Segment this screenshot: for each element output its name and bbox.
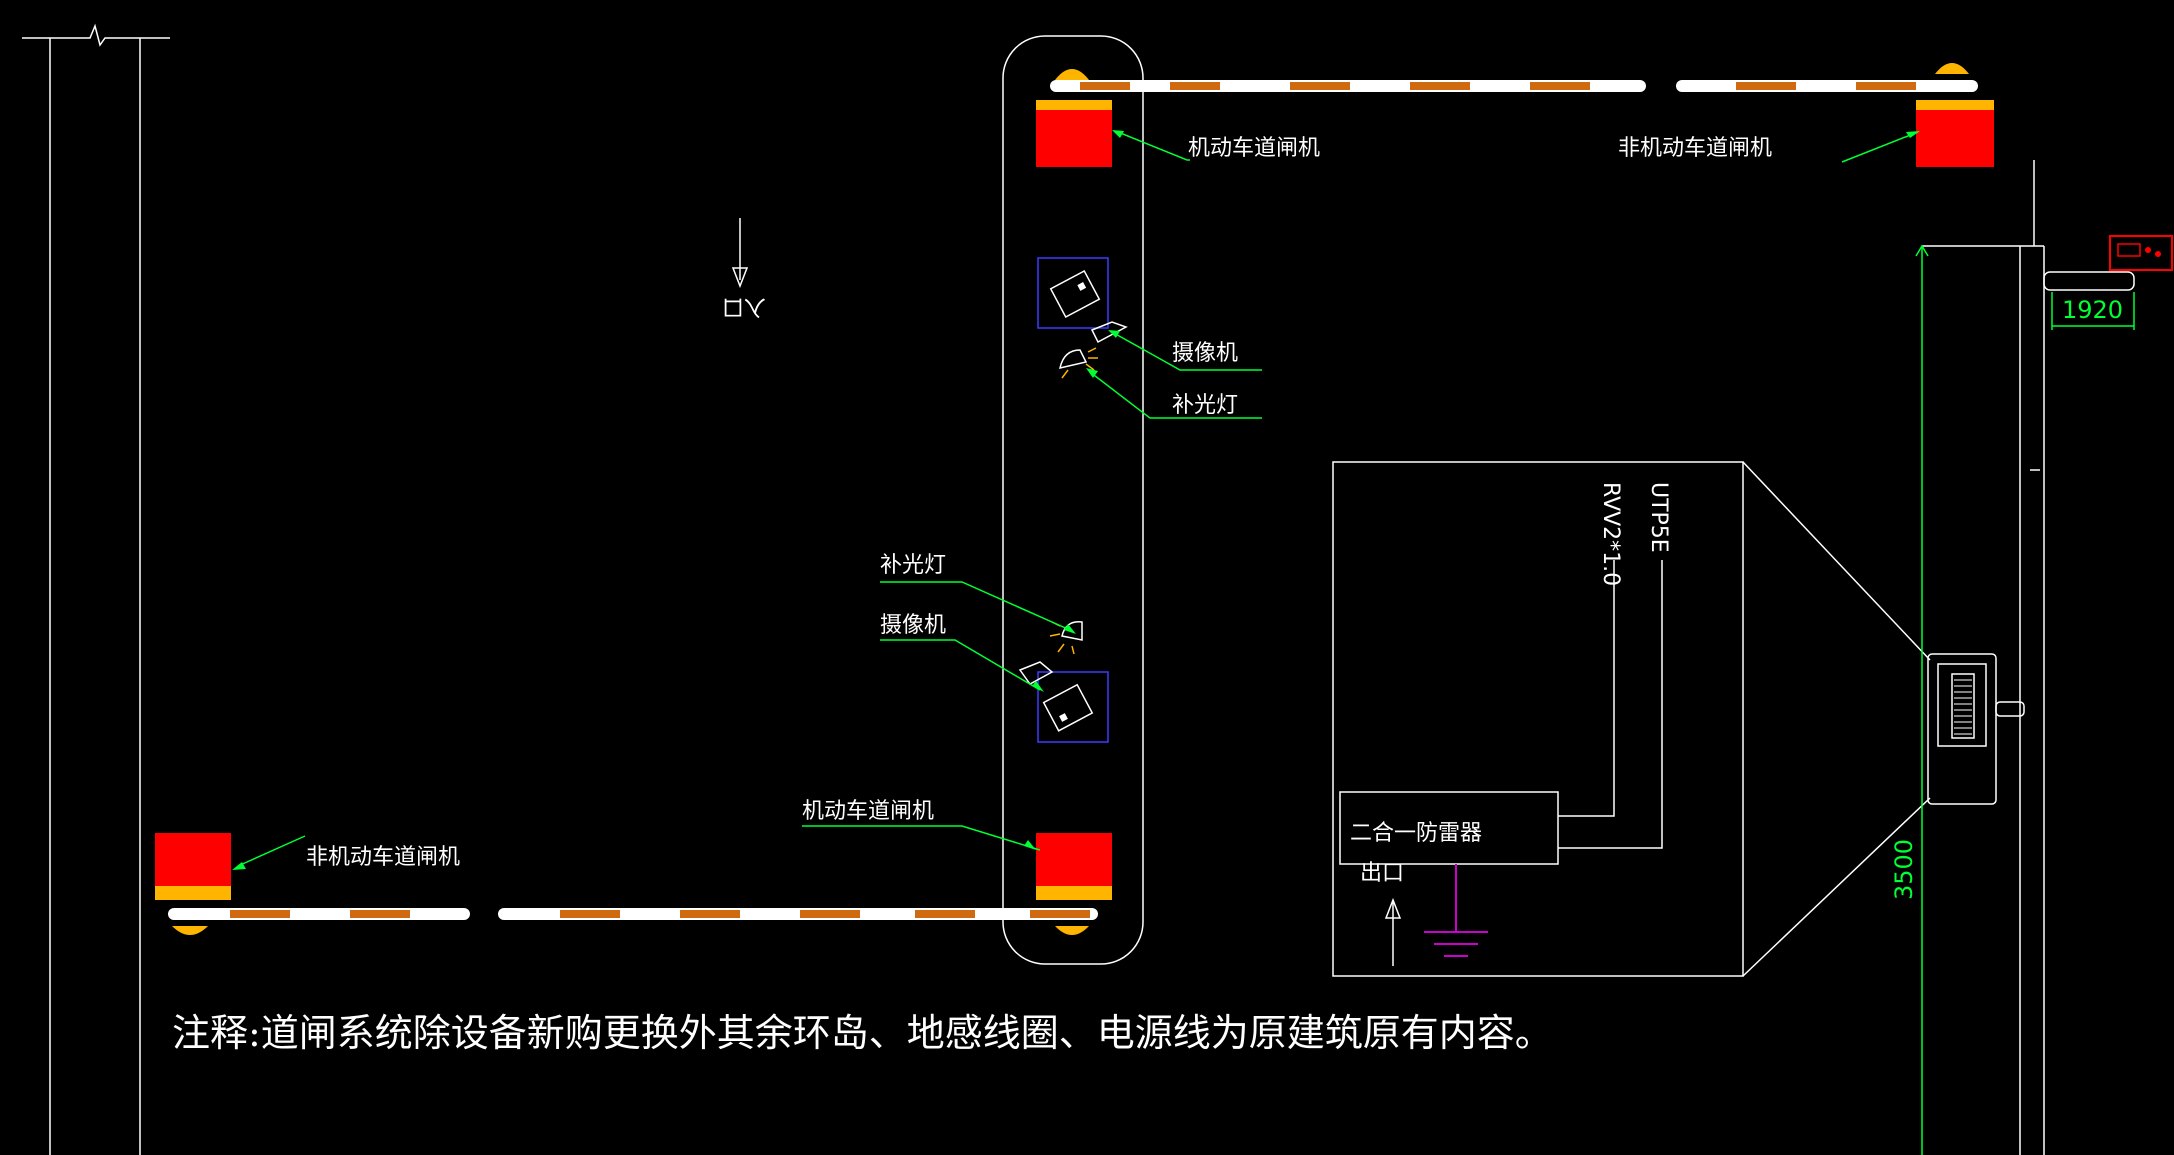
- gate-motor-stripes: [1954, 679, 1972, 735]
- dimension-width: [2051, 292, 2135, 330]
- fill-light-bottom: [1049, 621, 1083, 655]
- cables: [1558, 560, 1663, 849]
- building-right: [1922, 160, 2135, 1155]
- ground-symbol: [1424, 864, 1488, 957]
- dimension-width-value: 1920: [2062, 296, 2123, 324]
- label-motor-gate-top: 机动车道闸机: [1188, 136, 1320, 161]
- barrier-arm-bottom-middle: [498, 908, 1098, 920]
- left-wall: [22, 23, 170, 1155]
- label-nonmotor-gate-top: 非机动车道闸机: [1618, 136, 1772, 161]
- dimension-height: [1915, 244, 1929, 1155]
- label-cable-utp: UTP5E: [1646, 482, 1671, 553]
- display-sign: [2109, 235, 2173, 271]
- label-nonmotor-gate-bottom: 非机动车道闸机: [306, 845, 460, 870]
- leader-lines: [237, 131, 1919, 867]
- label-surge-protector: 二合一防雷器: [1350, 821, 1482, 846]
- entrance-marker: 入口: [722, 218, 766, 319]
- surge-protector: [1339, 791, 1559, 865]
- label-cable-rvv: RVV2*1.0: [1598, 482, 1623, 586]
- nonmotor-gate-bottom: [155, 833, 231, 935]
- motor-gate-bottom: [1036, 833, 1112, 935]
- barrier-arm-bottom-left: [168, 908, 470, 920]
- camera-top: [1037, 257, 1128, 344]
- label-camera-bottom: 摄像机: [880, 613, 946, 638]
- note-text: 注释:道闸系统除设备新购更换外其余环岛、地感线圈、电源线为原建筑原有内容。: [172, 1011, 1553, 1055]
- camera-bottom: [1018, 661, 1109, 743]
- fill-light-top: [1059, 347, 1098, 379]
- exit-marker: 出口: [1360, 861, 1404, 966]
- dimension-height-value: 3500: [1890, 839, 1918, 900]
- label-camera-top: 摄像机: [1172, 341, 1238, 366]
- label-entrance: 入口: [722, 294, 766, 319]
- nonmotor-gate-top: [1916, 63, 1994, 167]
- barrier-arm-top-left: [1050, 80, 1646, 92]
- label-fill-light-top: 补光灯: [1172, 393, 1238, 418]
- label-fill-light-bottom: 补光灯: [880, 553, 946, 578]
- traffic-island: [1002, 35, 1144, 965]
- leader-arrowheads: [232, 130, 1920, 870]
- label-exit: 出口: [1360, 861, 1404, 886]
- detail-enclosure: [1332, 461, 1931, 977]
- label-motor-gate-bottom: 机动车道闸机: [802, 799, 934, 824]
- barrier-arm-top-right: [1676, 80, 1978, 92]
- motor-gate-top: [1036, 69, 1112, 167]
